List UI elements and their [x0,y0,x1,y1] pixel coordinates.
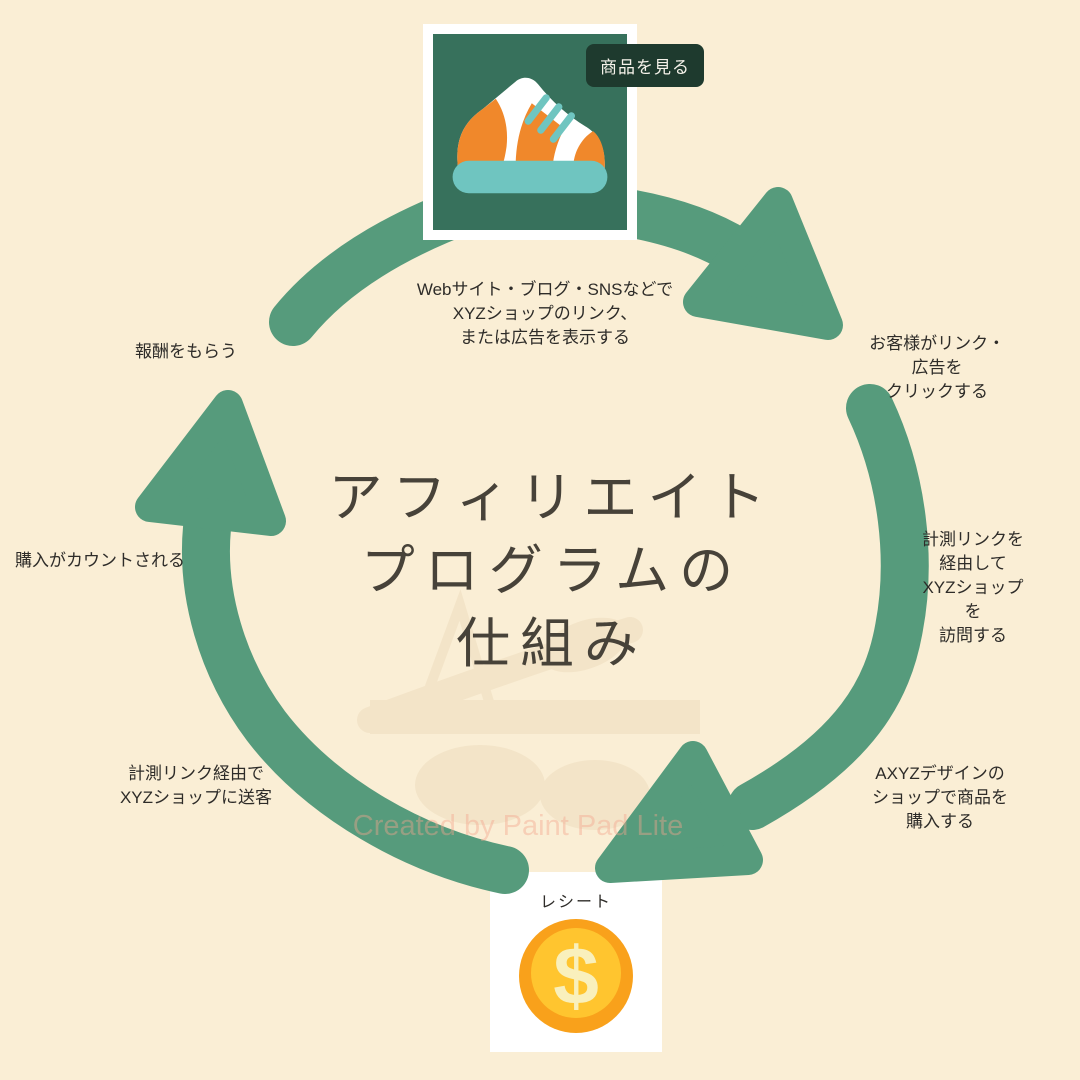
arrowhead-southeast [683,187,843,340]
view-product-badge[interactable]: 商品を見る [586,44,704,87]
cycle-arc-top-right [604,189,762,276]
step-label-customer-clicks: お客様がリンク・広告を クリックする [869,334,1005,401]
sneaker-icon [452,77,608,194]
step-label-receive-reward: 報酬をもらう [135,342,237,361]
receipt-label: レシート [539,894,612,911]
dollar-coin-icon: $ [519,919,633,1033]
step-label-display-ads: Webサイト・ブログ・SNSなどで XYZショップのリンク、 または広告を表示す… [416,280,674,347]
receipt-card: レシート $ [490,872,662,1052]
step-label-send-customer: 計測リンク経由で XYZショップに送客 [119,764,273,807]
cycle-arc-left [181,504,529,894]
cycle-arc-right [728,384,929,830]
faint-brush-doodle-icon [357,589,700,830]
step-label-purchase-counted: 購入がカウントされる [15,551,185,570]
arrowhead-up [135,390,286,536]
product-image-card [423,24,637,240]
arrowhead-southwest [595,741,763,883]
step-label-visit-shop: 計測リンクを経由して XYZショップを 訪問する [922,530,1024,645]
watermark-text: Created by Paint Pad Lite [352,810,684,842]
svg-text:$: $ [553,931,599,1022]
step-label-purchase: AXYZデザインの ショップで商品を購入する [872,764,1008,831]
diagram-title: アフィリエイト プログラムの 仕組み [328,468,776,674]
